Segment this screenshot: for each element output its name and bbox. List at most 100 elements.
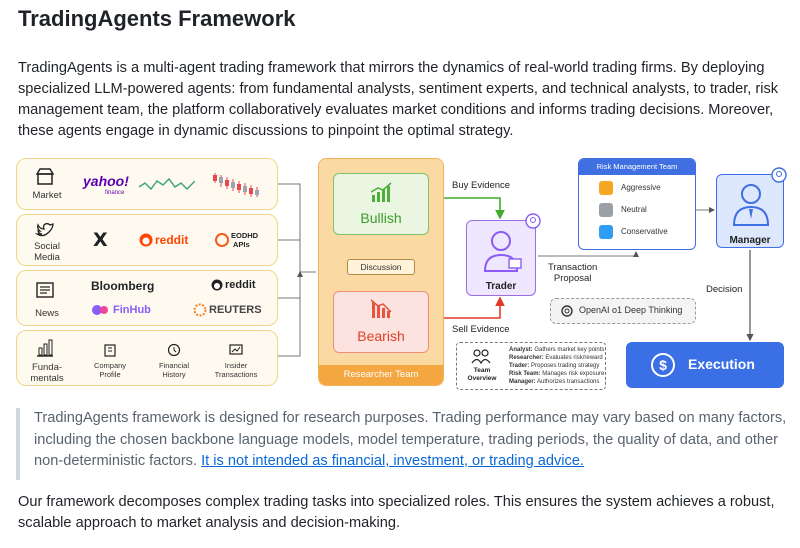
category-fundamentals: Funda- mentals Company Profile Financial… bbox=[16, 330, 278, 386]
trader-bulb-icon bbox=[525, 213, 541, 229]
neutral-avatar-icon bbox=[599, 203, 613, 217]
reddit-logo: reddit bbox=[155, 233, 189, 247]
neutral-label: Neutral bbox=[621, 205, 647, 214]
building-icon bbox=[104, 344, 116, 357]
bullish-researcher: Bullish bbox=[333, 173, 429, 235]
reddit-icon bbox=[139, 233, 153, 247]
eodhd-icon bbox=[215, 233, 229, 247]
team-row-role: Researcher: bbox=[509, 355, 544, 361]
disclaimer-note: TradingAgents framework is designed for … bbox=[16, 408, 788, 480]
manager-bulb-icon bbox=[771, 167, 787, 183]
reddit-news-icon bbox=[211, 279, 223, 291]
company-profile-label: Company Profile bbox=[93, 361, 127, 379]
disclaimer-text: TradingAgents framework is designed for … bbox=[34, 410, 787, 469]
category-social-media: Social Media X reddit EODHD APIs bbox=[16, 214, 278, 266]
team-row-role: Risk Team: bbox=[509, 371, 541, 377]
team-icon bbox=[471, 349, 491, 365]
category-market-label: Market bbox=[32, 190, 62, 201]
trader-person-icon bbox=[483, 231, 522, 272]
conservative-avatar-icon bbox=[599, 225, 613, 239]
disclaimer-link[interactable]: It is not intended as financial, investm… bbox=[201, 453, 584, 469]
reddit-news-logo: reddit bbox=[225, 279, 256, 291]
sell-evidence-label: Sell Evidence bbox=[452, 324, 510, 335]
category-fundamentals-label: Funda- mentals bbox=[30, 362, 64, 384]
risk-management-team: Risk Management Team Aggressive Neutral … bbox=[578, 158, 696, 250]
bearish-label: Bearish bbox=[357, 328, 405, 344]
yahoo-finance-logo: yahoo! bbox=[83, 173, 129, 189]
risk-conservative: Conservative bbox=[599, 225, 689, 241]
eodhd-apis: APIs bbox=[233, 240, 250, 249]
intro-paragraph: TradingAgents is a multi-agent trading f… bbox=[18, 60, 779, 139]
discussion-label: Discussion bbox=[347, 259, 415, 275]
manager-agent: Manager bbox=[716, 167, 787, 248]
insider-transactions-label: Insider Transactions bbox=[214, 361, 258, 379]
aggressive-label: Aggressive bbox=[621, 183, 661, 192]
team-row-manager: Manager: Authorizes transactions bbox=[509, 379, 599, 387]
bloomberg-logo: Bloomberg bbox=[91, 279, 155, 293]
team-overview-title: Team Overview bbox=[467, 367, 497, 382]
finhub-icon bbox=[92, 305, 108, 315]
team-row-risk: Risk Team: Manages risk exposure bbox=[509, 371, 604, 379]
team-row-trader: Trader: Proposes trading strategy bbox=[509, 363, 599, 371]
team-row-desc: Manages risk exposure bbox=[542, 371, 605, 377]
team-row-desc: Authorizes transactions bbox=[537, 379, 600, 385]
team-row-role: Manager: bbox=[509, 379, 536, 385]
diagram-connectors bbox=[278, 183, 754, 357]
execution-label: Execution bbox=[688, 356, 755, 372]
researcher-team-box: Bullish Discussion Bearish Researcher Te… bbox=[318, 158, 444, 386]
trader-agent: Trader bbox=[466, 213, 541, 296]
decision-label: Decision bbox=[706, 284, 743, 295]
page-title: TradingAgents Framework bbox=[18, 6, 296, 31]
chart-screen-icon bbox=[229, 344, 243, 355]
market-icon bbox=[35, 166, 55, 186]
team-row-role: Analyst: bbox=[509, 347, 533, 353]
execution-box: $ Execution bbox=[626, 342, 784, 388]
openai-icon bbox=[561, 305, 573, 317]
framework-diagram: Market yahoo! finance Social Media X red… bbox=[16, 152, 788, 392]
finhub-logo: FinHub bbox=[113, 304, 151, 316]
conservative-label: Conservative bbox=[621, 227, 668, 236]
execution-dollar-icon: $ bbox=[651, 353, 675, 377]
manager-label: Manager bbox=[729, 235, 771, 246]
bearish-researcher: Bearish bbox=[333, 291, 429, 353]
aggressive-avatar-icon bbox=[599, 181, 613, 195]
openai-o1-box: OpenAI o1 Deep Thinking bbox=[550, 298, 696, 324]
yahoo-finance-sub: finance bbox=[105, 190, 125, 196]
reuters-icon bbox=[193, 303, 207, 317]
risk-team-title: Risk Management Team bbox=[579, 159, 695, 175]
team-overview: Team Overview Analyst: Gathers market ke… bbox=[456, 342, 606, 390]
financial-history-label: Financial History bbox=[158, 361, 189, 379]
buy-evidence-label: Buy Evidence bbox=[452, 180, 511, 191]
price-chart-icon bbox=[139, 177, 195, 191]
manager-person-icon bbox=[732, 184, 770, 226]
team-row-desc: Evaluates risk/reward bbox=[545, 355, 603, 361]
team-row-researcher: Researcher: Evaluates risk/reward bbox=[509, 355, 603, 363]
team-row-desc: Proposes trading strategy bbox=[531, 363, 600, 369]
candlestick-chart-icon bbox=[213, 173, 259, 197]
openai-label: OpenAI o1 Deep Thinking bbox=[579, 305, 683, 315]
eodhd-logo: EODHD bbox=[231, 231, 259, 240]
newspaper-icon bbox=[35, 280, 55, 300]
reuters-logo: REUTERS bbox=[209, 304, 262, 316]
twitter-bird-icon bbox=[34, 220, 55, 240]
transaction-proposal-label: Transaction Proposal bbox=[548, 262, 598, 284]
history-icon bbox=[167, 343, 181, 357]
category-market: Market yahoo! finance bbox=[16, 158, 278, 210]
category-news-label: News bbox=[35, 308, 59, 319]
researcher-team-label: Researcher Team bbox=[319, 365, 443, 385]
svg-text:$: $ bbox=[659, 357, 667, 373]
team-row-desc: Gathers market key points bbox=[534, 347, 605, 353]
trader-label: Trader bbox=[485, 281, 517, 292]
bullish-label: Bullish bbox=[360, 210, 402, 226]
bar-chart-icon bbox=[35, 338, 55, 358]
category-social-label: Social Media bbox=[34, 241, 60, 263]
risk-neutral: Neutral bbox=[599, 203, 689, 219]
x-logo: X bbox=[93, 229, 108, 251]
outro-paragraph: Our framework decomposes complex trading… bbox=[18, 494, 775, 531]
team-row-role: Trader: bbox=[509, 363, 530, 369]
bearish-chart-icon bbox=[370, 299, 392, 318]
bullish-chart-icon bbox=[370, 182, 392, 202]
risk-aggressive: Aggressive bbox=[599, 181, 689, 197]
category-news: News Bloomberg reddit FinHub REUTERS bbox=[16, 270, 278, 326]
team-row-analyst: Analyst: Gathers market key points bbox=[509, 347, 604, 355]
